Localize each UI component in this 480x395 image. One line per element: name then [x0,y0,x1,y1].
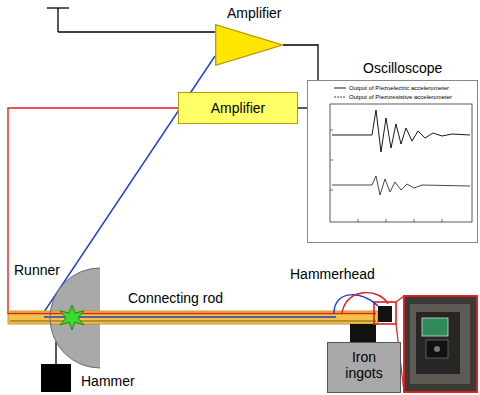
node-label: Oscilloscope [363,60,442,76]
wire-line [55,342,56,364]
node-label: Runner [14,262,60,278]
node-label: Amplifier [227,5,281,21]
sensor-photo-inset [404,296,477,392]
hammer-weight: Hammer [41,364,71,392]
legend-row: Output of Piezoresistive accelerometer [334,93,452,101]
amplifier-box: Amplifier [178,92,298,124]
oscilloscope-screen: Oscilloscope [307,80,478,243]
signal-wire [56,342,57,364]
label-holder: Connecting rod [128,289,223,307]
part-label: Connecting rod [128,290,223,306]
label-holder: Runner [14,261,60,279]
runner-outline [50,268,100,368]
label-holder: Hammerhead [290,265,375,283]
signal-wire [298,108,307,109]
legend-line-sample [334,85,346,91]
legend-text: Output of Piezoresistive accelerometer [349,93,452,101]
ground-symbol [47,8,215,32]
hammerhead-block [350,324,376,342]
runner-wheel: Runner [50,268,100,368]
node-label: Hammer [81,373,135,389]
inset-leader [396,296,404,302]
sensor [378,306,392,322]
oscilloscope-plot [330,104,472,222]
wire-line [298,107,307,108]
part-label: Hammerhead [290,266,375,282]
signal-wire [283,45,318,80]
axle-star [60,305,84,330]
legend-row: Output of Piezoelectric accelerometer [334,84,449,92]
label-holder: Oscilloscope [363,59,442,77]
wire-line [283,45,318,80]
label-holder: Amplifier [227,4,281,22]
node-label: Amplifier [211,100,265,116]
amplifier-symbol [215,24,283,66]
legend-text: Output of Piezoelectric accelerometer [349,84,449,92]
rod-blue-stripe [44,316,336,317]
red-wire-loop [342,293,388,313]
legend-line-sample [334,94,346,100]
amplifier-triangle: Amplifier [215,24,283,66]
iron-ingot-block: Iron ingots [327,342,401,393]
blue-wire-loop [334,295,378,313]
label-holder: Hammer [81,372,135,390]
node-label: Iron ingots [332,349,396,381]
